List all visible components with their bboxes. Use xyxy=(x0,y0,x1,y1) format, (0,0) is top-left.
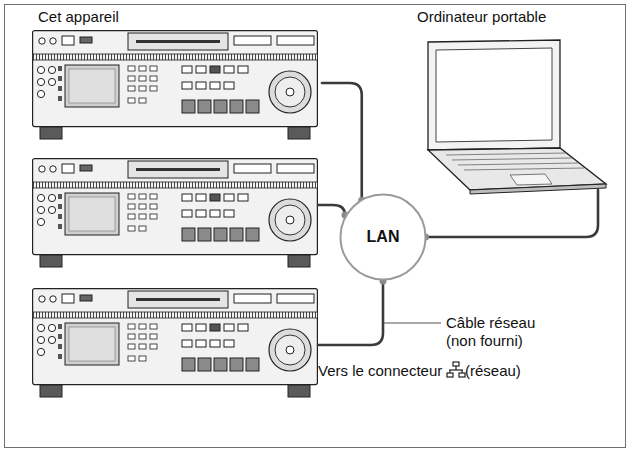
network-cable xyxy=(426,190,599,237)
network-cable xyxy=(322,83,362,200)
cable-note: Câble réseau (non fourni) xyxy=(446,314,551,350)
connector-note: (réseau) xyxy=(465,362,521,380)
recorder-unit xyxy=(33,159,318,267)
leader-line xyxy=(383,323,441,324)
device-heading: Cet appareil xyxy=(38,8,119,26)
lan-circle: LAN xyxy=(339,193,427,281)
device-heading: Ordinateur portable xyxy=(417,8,546,26)
network-port-symbol xyxy=(447,362,465,377)
network-label: LAN xyxy=(339,228,427,246)
laptop-group: Ordinateur portable xyxy=(415,6,607,194)
device-group: Cet appareil xyxy=(32,6,322,140)
laptop-illustration xyxy=(428,40,606,194)
recorder-unit xyxy=(33,31,318,139)
connector-note: Vers le connecteur xyxy=(318,362,442,380)
recorder-unit xyxy=(33,289,318,397)
